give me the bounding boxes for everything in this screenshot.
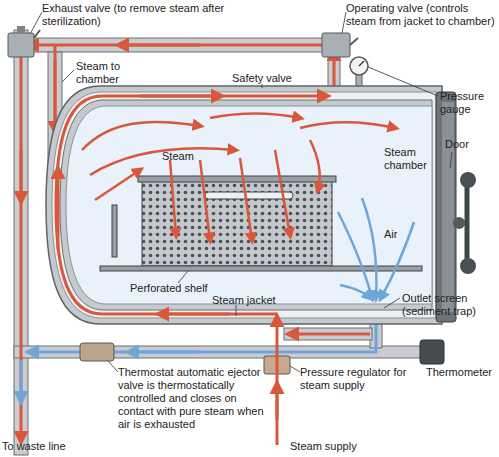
callout-label: Air [384,228,397,241]
callout-label: Door [445,138,469,151]
callout-label: Safety valve [232,72,292,85]
callout-label: Steam supply [290,440,357,453]
callout-label: Operating valve (controls steam from jac… [346,2,496,28]
air-flow [338,198,414,298]
callout-label: Exhaust valve (to remove steam after ste… [42,2,242,28]
leader-lines [30,12,452,372]
callout-label: Steam jacket [212,294,276,307]
callout-label: Steam to chamber [76,60,138,86]
callout-label: Perforated shelf [130,282,208,295]
callout-label: Steam [162,150,194,163]
door [436,92,476,322]
autoclave-shell [46,86,442,445]
perforated-basket [100,176,422,271]
callout-label: Outlet screen (sediment trap) [402,292,498,318]
steam-flow [82,114,395,241]
valves [8,26,444,374]
callout-label: Pressure gauge [440,90,498,116]
callout-label: To waste line [2,440,66,453]
callout-label: Thermostat automatic ejector valve is th… [118,366,270,431]
callout-label: Thermometer [426,366,492,379]
callout-label: Pressure regulator for steam supply [300,366,418,392]
callout-label: Steam chamber [384,146,434,172]
